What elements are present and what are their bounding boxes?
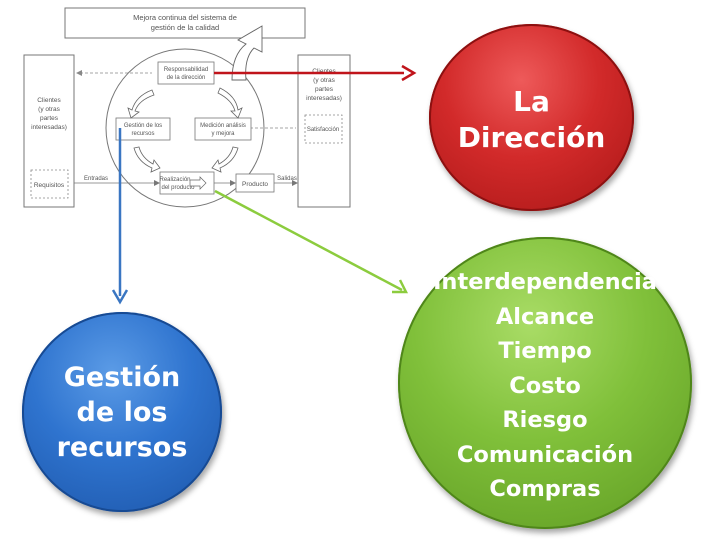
info-flow-top-arrowhead: [76, 70, 82, 76]
clients-right-line-2: (y otras: [313, 77, 335, 84]
medicion-line-2: y mejora: [211, 131, 235, 137]
responsabilidad-line-2: de la dirección: [167, 75, 206, 81]
clients-right-line-1: Clientes: [312, 68, 336, 75]
area-interdependencia: Interdependencia: [433, 269, 657, 296]
salidas-label: Salidas: [277, 176, 297, 182]
entradas-arrowhead: [154, 180, 160, 186]
recursos-bubble: Gestión de los recursos: [22, 312, 222, 512]
direccion-line-1: La: [513, 84, 550, 118]
direccion-line-2: Dirección: [457, 120, 606, 154]
medicion-box: [194, 117, 252, 141]
salidas-arrowhead: [292, 180, 298, 186]
requisitos-label: Requisitos: [34, 182, 65, 189]
cycle-arrow-bottom-left-icon: [133, 146, 161, 173]
satisfaccion-box: [304, 114, 343, 144]
clients-left-line-1: Clientes: [37, 97, 61, 104]
satisfaccion-label: Satisfacción: [307, 127, 339, 133]
area-riesgo: Riesgo: [502, 407, 588, 434]
clients-right-line-3: partes: [315, 86, 334, 93]
recursos-line-3: recursos: [56, 431, 188, 463]
gestion-box: [115, 117, 171, 141]
area-costo: Costo: [509, 372, 581, 399]
blue-connector-arrowhead: [111, 289, 129, 305]
producto-label: Producto: [242, 181, 268, 188]
realizacion-line-1: Realización: [159, 177, 190, 183]
area-tiempo: Tiempo: [498, 338, 592, 365]
cycle-arrow-top-right-icon: [217, 87, 243, 119]
direccion-bubble: La Dirección: [429, 24, 634, 211]
requisitos-box: [30, 169, 69, 199]
clients-left-line-4: interesadas): [31, 124, 67, 131]
title-line-2: gestión de la calidad: [151, 23, 219, 32]
clients-left-line-2: (y otras: [38, 106, 60, 113]
red-connector-arrowhead: [401, 64, 417, 82]
responsabilidad-line-1: Responsabilidad: [164, 67, 208, 73]
recursos-line-2: de los: [76, 396, 168, 428]
area-alcance: Alcance: [495, 303, 595, 330]
project-areas-bubble: Interdependencia Alcance Tiempo Costo Ri…: [398, 237, 692, 529]
gestion-line-2: recursos: [131, 131, 154, 137]
clients-left-line-3: partes: [40, 115, 59, 122]
improvement-arrow-icon: [231, 25, 263, 81]
realizacion-to-producto-arrowhead: [230, 180, 236, 186]
process-circle: [105, 48, 265, 208]
clients-right-line-4: interesadas): [306, 95, 342, 102]
realizacion-small-arrow-icon: [189, 176, 207, 190]
title-box: [64, 7, 306, 39]
cycle-arrow-bottom-right-icon: [211, 146, 239, 173]
recursos-line-1: Gestión: [63, 361, 181, 393]
green-connector-line: [214, 189, 403, 292]
title-line-1: Mejora continua del sistema de: [133, 13, 237, 22]
realizacion-line-2: del producto: [161, 185, 195, 191]
area-comunicacion: Comunicación: [456, 441, 634, 468]
cycle-arrow-top-left-icon: [127, 89, 155, 119]
gestion-line-1: Gestión de los: [124, 123, 162, 129]
cycle-arrows: [127, 87, 243, 173]
green-connector-arrowhead: [392, 279, 409, 294]
medicion-line-1: Medición análisis: [200, 123, 246, 129]
area-compras: Compras: [489, 476, 601, 503]
entradas-label: Entradas: [84, 176, 108, 182]
